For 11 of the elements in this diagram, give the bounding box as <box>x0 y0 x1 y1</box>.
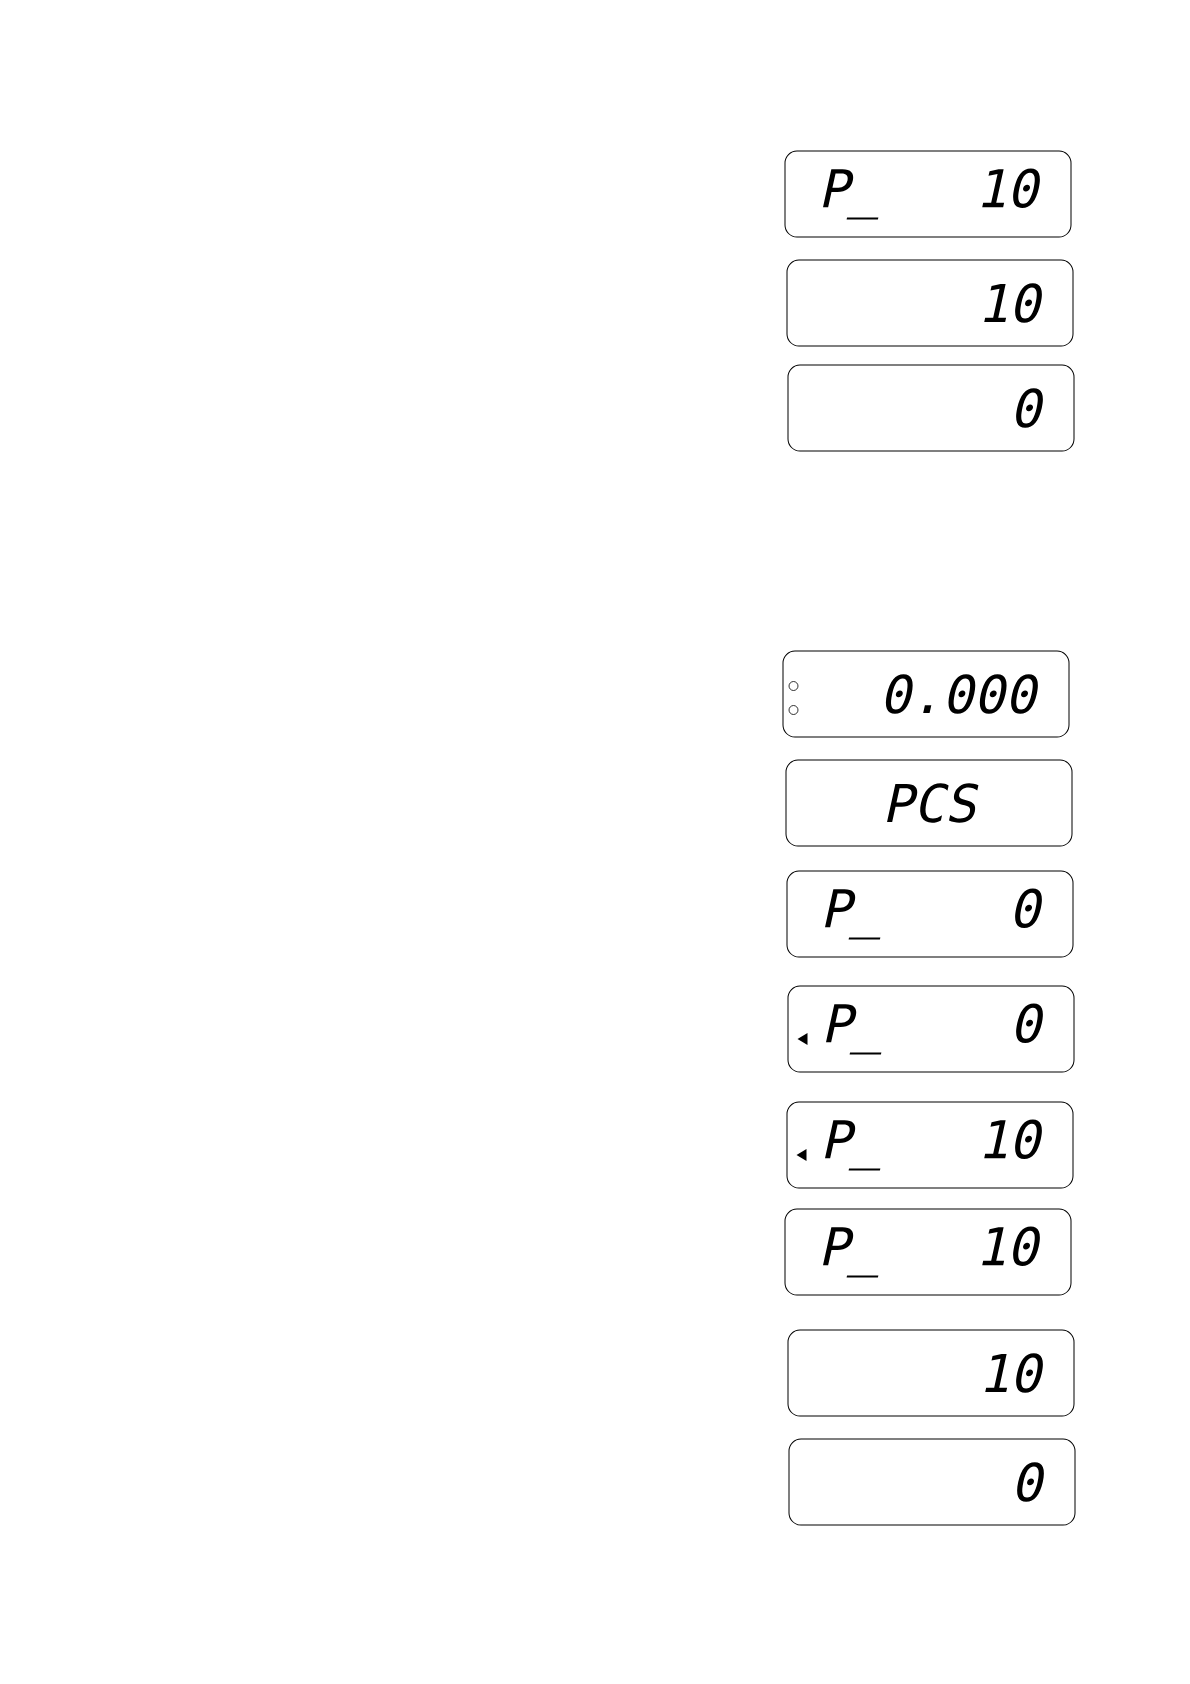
lcd-display: P_ 0 <box>786 870 1074 958</box>
lcd-display: 10 <box>786 259 1074 347</box>
lcd-display: 0 <box>788 1438 1076 1526</box>
lcd-display: P_ 10 <box>784 1208 1072 1296</box>
lcd-display: P_ 0 <box>787 985 1075 1073</box>
lcd-display: 0.000 <box>782 650 1070 738</box>
lcd-display: 10 <box>787 1329 1075 1417</box>
lcd-display: P_ 10 <box>786 1101 1074 1189</box>
lcd-display: P_ 10 <box>784 150 1072 238</box>
lcd-display: PCS <box>785 759 1073 847</box>
lcd-display: 0 <box>787 364 1075 452</box>
